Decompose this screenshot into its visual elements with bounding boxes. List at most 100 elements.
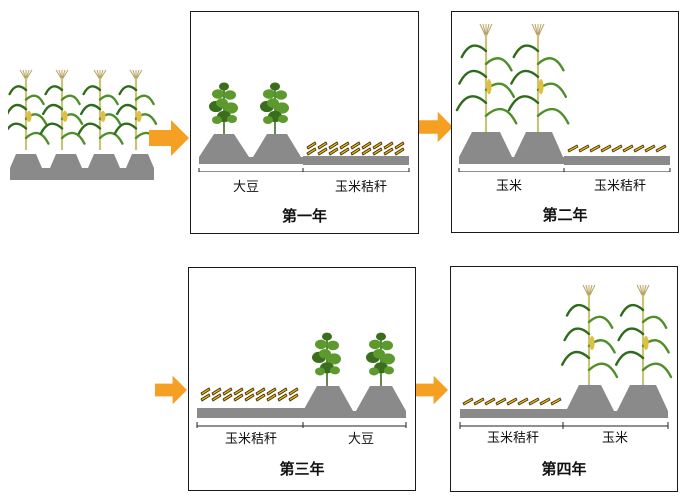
label-corn-straw: 玉米秸秆 (593, 179, 646, 194)
straw-piece (644, 144, 656, 153)
year2-scene (455, 23, 671, 172)
flat-ground (564, 156, 670, 165)
straw-piece (288, 387, 299, 396)
label-corn-straw: 玉米秸秆 (334, 180, 387, 195)
arrow-right-icon (416, 375, 448, 405)
bracket-line (196, 422, 407, 428)
arrow-right-icon (149, 120, 189, 156)
straw-piece (517, 397, 529, 406)
ridged-ground (303, 386, 406, 418)
straw-layer (306, 141, 405, 156)
straw-piece (255, 387, 266, 396)
corn-plant (113, 69, 158, 150)
straw-piece (233, 387, 244, 396)
soybean-plant (366, 332, 395, 386)
straw-piece (361, 147, 372, 156)
corn-plant (615, 284, 673, 385)
straw-piece (317, 141, 328, 150)
label-corn-straw: 玉米秸秆 (224, 432, 277, 447)
corn-plant (8, 69, 50, 150)
panel-year-2: 玉米 玉米秸秆 第二年 (451, 11, 679, 233)
straw-piece (328, 141, 339, 150)
straw-piece (277, 387, 288, 396)
year1-scene (198, 82, 410, 172)
corn-plant (39, 69, 86, 150)
flat-ground (460, 409, 568, 418)
arrow-right-icon (419, 111, 453, 143)
year-title: 第一年 (281, 207, 327, 225)
straw-piece (200, 387, 211, 396)
label-corn-straw: 玉米秸秆 (486, 431, 539, 446)
straw-piece (255, 393, 266, 402)
year-title: 第三年 (279, 460, 325, 478)
straw-piece (350, 141, 361, 150)
straw-piece (244, 387, 255, 396)
label-corn: 玉米 (495, 179, 522, 194)
straw-piece (211, 393, 222, 402)
straw-piece (211, 387, 222, 396)
straw-layer (567, 144, 667, 153)
straw-piece (383, 147, 394, 156)
straw-piece (539, 397, 551, 406)
arrow-right-icon (155, 375, 187, 405)
panel-year-4: 玉米秸秆 玉米 第四年 (450, 266, 678, 492)
straw-piece (655, 144, 667, 153)
ridged-ground (199, 134, 303, 164)
straw-piece (222, 393, 233, 402)
straw-piece (266, 393, 277, 402)
straw-piece (600, 144, 612, 153)
soybean-plant (312, 332, 341, 386)
straw-piece (528, 397, 540, 406)
corn-plant (507, 23, 570, 132)
ridged-ground (459, 132, 564, 164)
straw-piece (317, 147, 328, 156)
straw-piece (394, 141, 405, 150)
straw-piece (567, 144, 579, 153)
ridged-ground (566, 385, 668, 418)
flat-ground (197, 408, 305, 418)
corn-plant (455, 23, 518, 132)
panel-year-3: 玉米秸秆 大豆 第三年 (188, 267, 416, 491)
bracket-line (458, 168, 671, 172)
soybean-plant (260, 82, 289, 134)
straw-piece (306, 141, 317, 150)
straw-piece (328, 147, 339, 156)
straw-piece (578, 144, 590, 153)
initial-corn-field (8, 69, 158, 180)
straw-piece (288, 393, 299, 402)
straw-piece (277, 393, 288, 402)
year-title: 第二年 (542, 206, 588, 224)
panel-year-1: 大豆 玉米秸秆 第一年 (190, 11, 419, 234)
soybean-plant (209, 82, 238, 134)
year-title: 第四年 (541, 460, 587, 478)
straw-piece (633, 144, 645, 153)
straw-piece (495, 397, 507, 406)
ridged-ground (10, 154, 154, 180)
straw-piece (611, 144, 623, 153)
straw-piece (339, 141, 350, 150)
straw-piece (506, 397, 518, 406)
corn-plant (561, 284, 619, 385)
flat-ground (303, 156, 409, 165)
label-corn: 玉米 (601, 431, 628, 446)
straw-piece (473, 397, 485, 406)
straw-piece (383, 141, 394, 150)
bracket-line (459, 422, 669, 429)
straw-piece (484, 397, 496, 406)
straw-piece (372, 141, 383, 150)
straw-piece (394, 147, 405, 156)
straw-piece (361, 141, 372, 150)
straw-piece (339, 147, 350, 156)
straw-piece (589, 144, 601, 153)
label-soybean: 大豆 (232, 180, 259, 195)
straw-piece (200, 393, 211, 402)
straw-piece (233, 393, 244, 402)
straw-piece (266, 387, 277, 396)
straw-piece (622, 144, 634, 153)
straw-piece (350, 147, 361, 156)
bracket-line (198, 168, 410, 172)
straw-piece (462, 397, 474, 406)
straw-piece (244, 393, 255, 402)
straw-piece (372, 147, 383, 156)
